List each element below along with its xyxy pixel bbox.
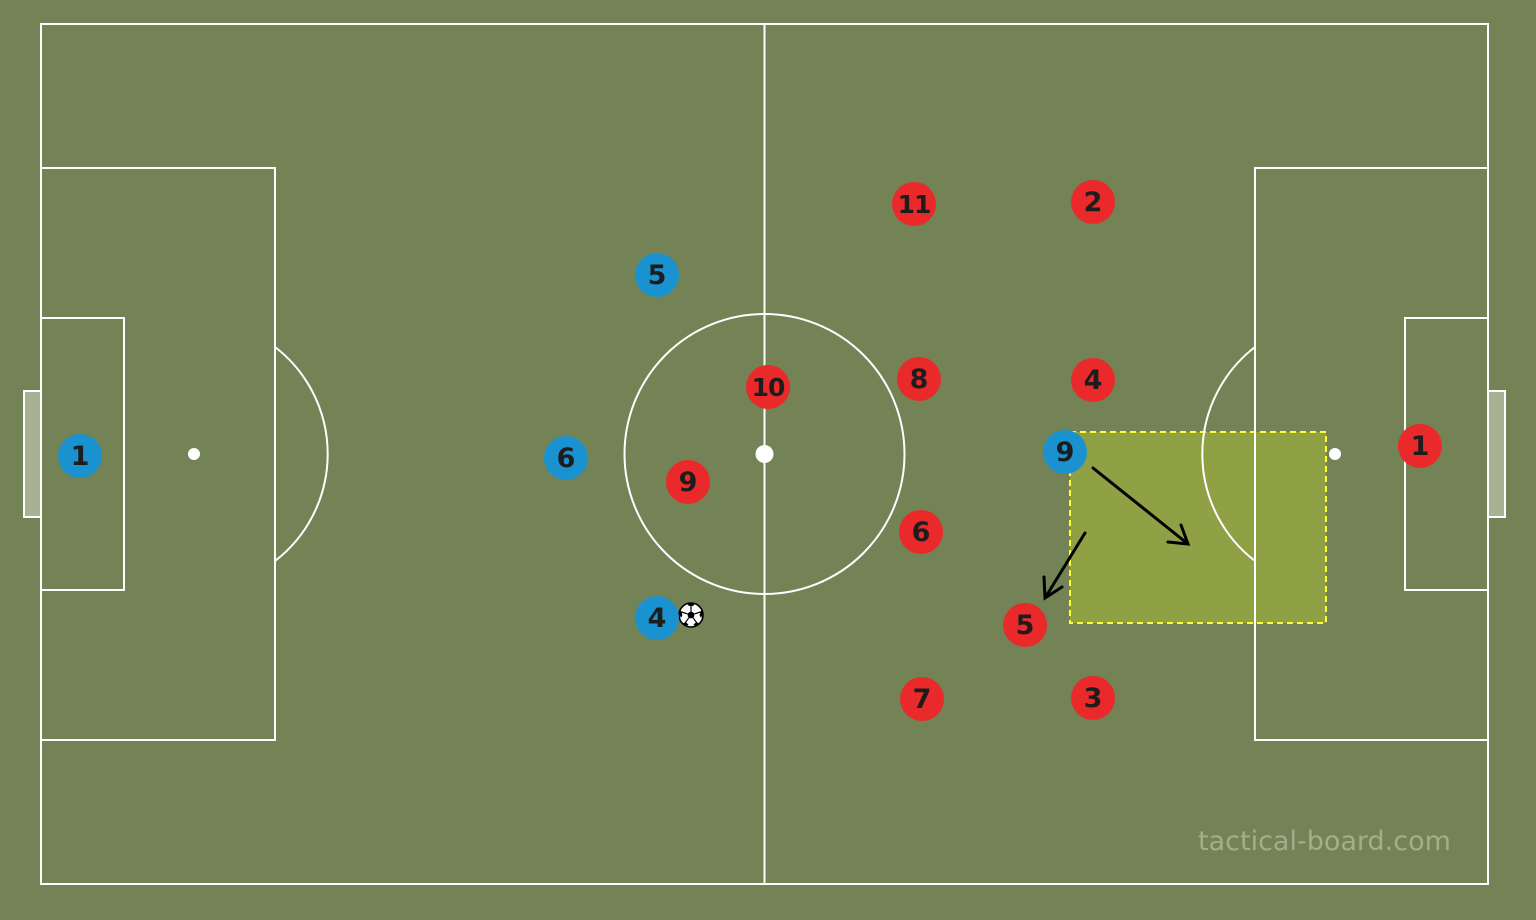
- red-player-5[interactable]: 5: [1003, 603, 1047, 647]
- right-penalty-arc: [1201, 346, 1256, 562]
- red-player-2[interactable]: 2: [1071, 180, 1115, 224]
- red-goalkeeper-1[interactable]: 1: [1398, 424, 1442, 468]
- red-player-3[interactable]: 3: [1071, 676, 1115, 720]
- right-penalty-spot: [1329, 448, 1341, 460]
- run-arrow-2: [1043, 531, 1087, 600]
- left-goal: [23, 390, 42, 518]
- red-player-9[interactable]: 9: [666, 460, 710, 504]
- right-goal: [1487, 390, 1506, 518]
- blue-player-6[interactable]: 6: [544, 436, 588, 480]
- highlight-zone: [1069, 431, 1327, 624]
- red-player-7[interactable]: 7: [900, 677, 944, 721]
- blue-goalkeeper-1[interactable]: 1: [58, 434, 102, 478]
- soccer-ball-icon[interactable]: [678, 602, 704, 628]
- run-arrow-1: [1091, 466, 1190, 546]
- left-penalty-arc: [274, 346, 329, 562]
- blue-player-5[interactable]: 5: [635, 253, 679, 297]
- center-circle: [623, 313, 906, 595]
- center-spot: [755, 445, 774, 463]
- red-player-6[interactable]: 6: [899, 510, 943, 554]
- red-player-11[interactable]: 11: [892, 182, 936, 226]
- blue-player-9[interactable]: 9: [1043, 430, 1087, 474]
- run-arrow-1-head: [1166, 523, 1191, 546]
- run-arrow-2-head: [1042, 575, 1064, 601]
- red-player-8[interactable]: 8: [897, 357, 941, 401]
- red-player-4[interactable]: 4: [1071, 358, 1115, 402]
- blue-player-4[interactable]: 4: [635, 596, 679, 640]
- watermark: tactical-board.com: [1198, 826, 1451, 857]
- red-player-10[interactable]: 10: [746, 365, 790, 409]
- left-penalty-spot: [188, 448, 200, 460]
